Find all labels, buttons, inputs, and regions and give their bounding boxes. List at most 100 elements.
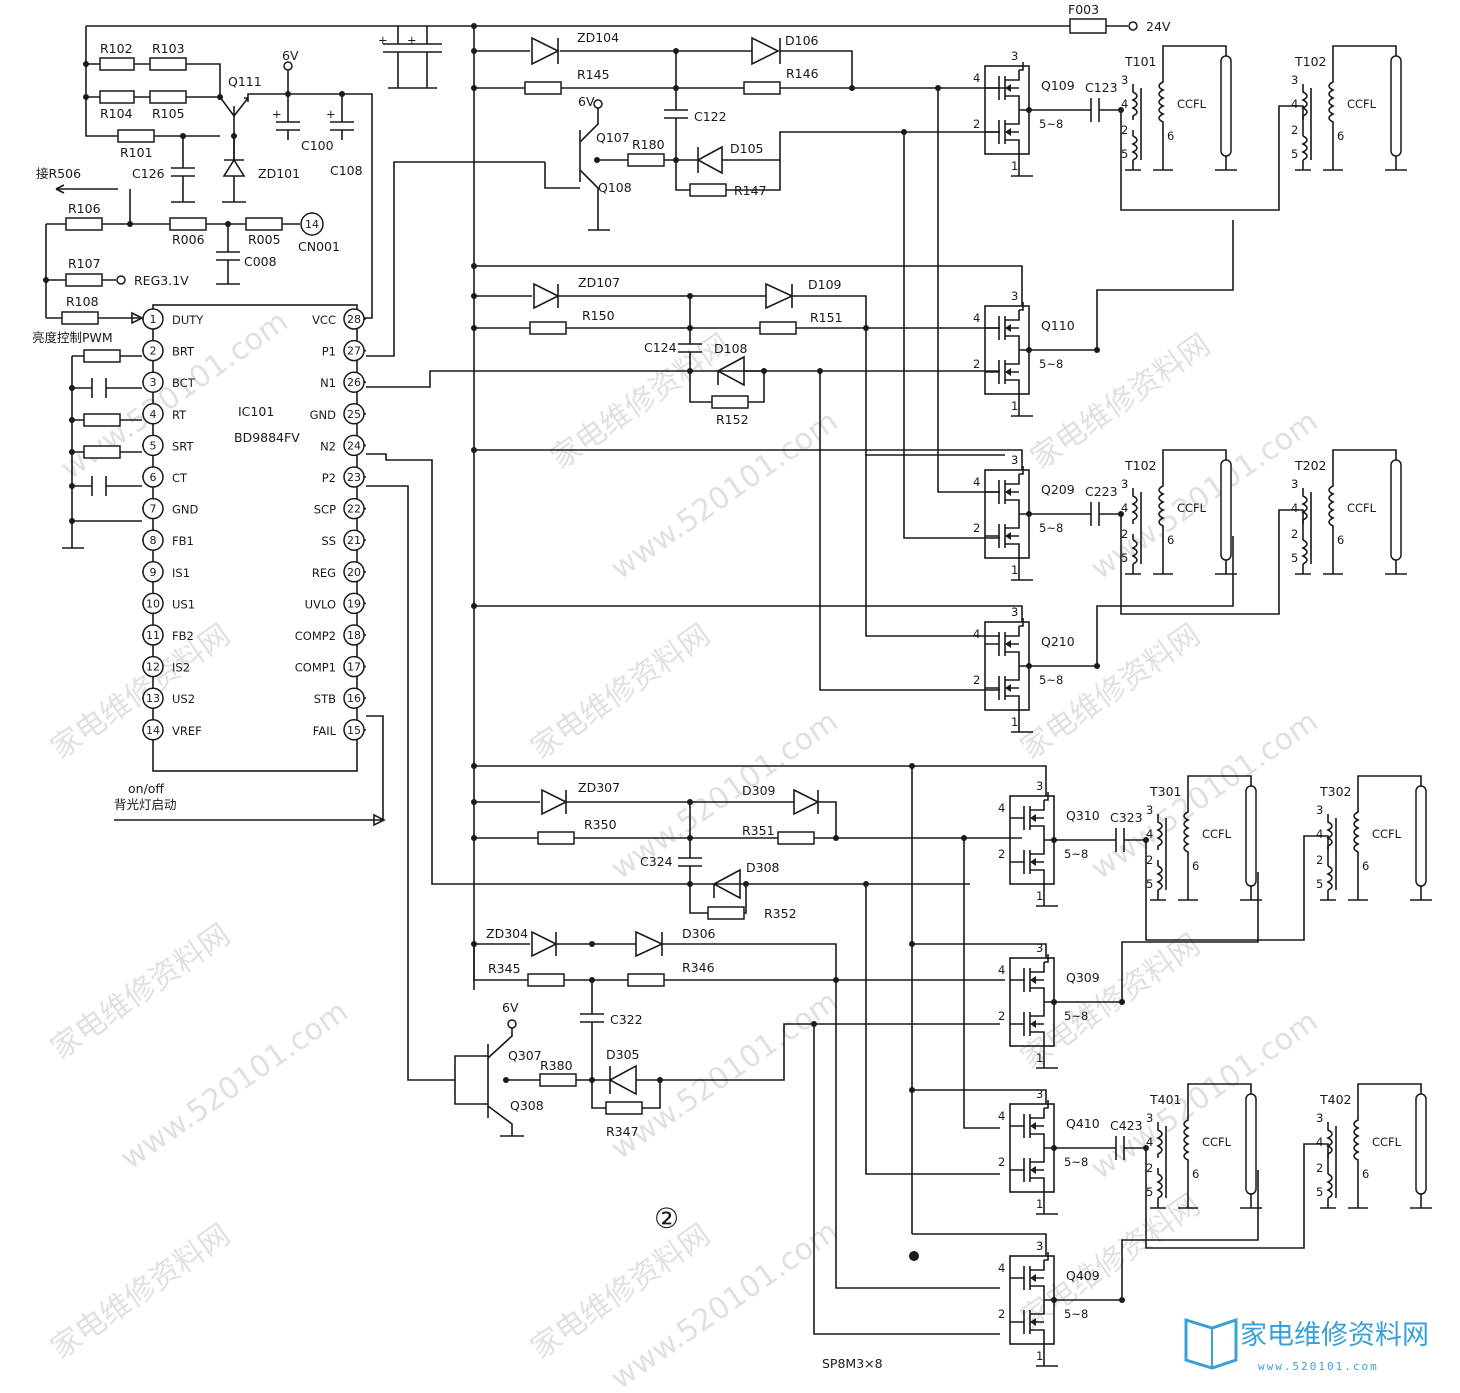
label-c324: C324: [640, 854, 673, 869]
mosfet-label: Q109: [1041, 78, 1075, 93]
label-q108: Q108: [598, 180, 632, 195]
watermark-text: www.520101.com: [115, 994, 355, 1177]
label-c122: C122: [694, 109, 727, 124]
cn001-pin: 14: [305, 218, 319, 231]
mosfet-pin: 2: [973, 521, 980, 535]
capacitor-label: C423: [1110, 1118, 1143, 1133]
ic-pin: [343, 529, 365, 551]
label-d108: D108: [714, 341, 748, 356]
label-d109: D109: [808, 277, 842, 292]
logo-title: 家电维修资料网: [1240, 1320, 1429, 1351]
connector-cn001: [300, 212, 324, 236]
mosfet-pin: 3: [1011, 49, 1018, 63]
site-logo: 家电维修资料网 www.520101.com: [1184, 1317, 1429, 1373]
ccfl-label: CCFL: [1202, 1135, 1232, 1149]
ic-pin-label: GND: [310, 408, 337, 422]
ccfl-tube: [1390, 55, 1402, 157]
ic-pin-label: DUTY: [172, 313, 204, 327]
ic-pin: [343, 339, 365, 362]
label-zd304: ZD304: [486, 926, 528, 941]
ic-pin-number: 6: [150, 471, 157, 484]
plus-sign: +: [326, 107, 336, 121]
transformer-pin: 2: [1121, 123, 1128, 137]
label-r107: R107: [68, 256, 101, 271]
label-c108: C108: [330, 163, 363, 178]
transformer-pin: 4: [1146, 1135, 1153, 1149]
transformer-pin: 3: [1291, 477, 1298, 491]
label-r346: R346: [682, 960, 715, 975]
ic-pin: [343, 719, 365, 741]
label-r145: R145: [577, 67, 610, 82]
transformer-pin: 6: [1192, 1167, 1199, 1181]
ic-pin-number: 20: [347, 566, 361, 579]
transformer-pin: 4: [1316, 1135, 1323, 1149]
transformer-label: T102: [1294, 54, 1327, 69]
ccfl-tube: [1415, 1093, 1427, 1195]
label-r150: R150: [582, 308, 615, 323]
ic-pin-number: 28: [347, 313, 361, 326]
transformer-pin: 6: [1167, 129, 1174, 143]
ic-pin-label: P2: [322, 471, 336, 485]
ccfl-tube: [1220, 459, 1232, 561]
capacitor-label: C123: [1085, 80, 1118, 95]
ic-pin-label: FAIL: [313, 724, 337, 738]
ic-pin-number: 5: [150, 439, 157, 452]
supply-rail: F003 24V + +: [86, 2, 1171, 990]
ic-pin-number: 2: [150, 345, 157, 358]
ic-pin: [343, 624, 365, 646]
ic-pin-number: 18: [347, 629, 361, 642]
ic-pin-label: US2: [172, 692, 195, 706]
mosfet-pin: 5~8: [1039, 521, 1063, 535]
ic-pin-number: 27: [347, 345, 361, 358]
mosfet-pin: 3: [1036, 1239, 1043, 1253]
transformer-pin: 4: [1121, 97, 1128, 111]
ic-pin-number: 12: [146, 661, 160, 674]
mosfet-pin: 4: [998, 801, 1005, 815]
ic-pin-label: BCT: [172, 376, 196, 390]
transformer-pin: 3: [1146, 803, 1153, 817]
label-r151: R151: [810, 310, 843, 325]
mosfet-pin: 1: [1036, 1197, 1043, 1211]
transformer-pin: 3: [1121, 73, 1128, 87]
transformer-pin: 5: [1291, 551, 1298, 565]
gate-driver-4: ZD304 D306 R345 R346 C322 6V Q307 Q308 R…: [454, 926, 1005, 1139]
label-r506: 接R506: [36, 166, 81, 181]
ic-pin-label: IS1: [172, 566, 190, 580]
ic-pin-label: UVLO: [305, 597, 336, 611]
ccfl-tube: [1390, 459, 1402, 561]
ccfl-label: CCFL: [1347, 97, 1377, 111]
transformer-pin: 5: [1121, 147, 1128, 161]
label-6v: 6V: [282, 48, 299, 63]
ic-pin-label: VCC: [312, 313, 336, 327]
label-c322: C322: [610, 1012, 643, 1027]
mosfet-pin: 3: [1036, 1087, 1043, 1101]
ic-pin-label: BRT: [172, 345, 195, 359]
label-6v: 6V: [502, 1000, 519, 1015]
label-pwm: 亮度控制PWM: [32, 330, 113, 345]
ic-pin-label: COMP2: [295, 629, 336, 643]
mosfet-pin: 2: [998, 847, 1005, 861]
label-r347: R347: [606, 1124, 639, 1139]
mosfet-pin: 2: [973, 117, 980, 131]
mosfet-label: Q410: [1066, 1116, 1100, 1131]
mosfet-pin: 5~8: [1039, 117, 1063, 131]
watermark-text: www.520101.com: [1085, 1004, 1325, 1187]
label-r146: R146: [786, 66, 819, 81]
ic-pin: [142, 529, 164, 551]
ic-pin-label: US1: [172, 597, 195, 611]
label-d105: D105: [730, 141, 763, 156]
label-r006: R006: [172, 232, 205, 247]
label-r345: R345: [488, 961, 521, 976]
ic-pin: [343, 655, 365, 678]
supply-terminal: [1128, 21, 1138, 31]
mosfet-pin: 5~8: [1039, 357, 1063, 371]
label-r105: R105: [152, 106, 185, 121]
label-c008: C008: [244, 254, 277, 269]
